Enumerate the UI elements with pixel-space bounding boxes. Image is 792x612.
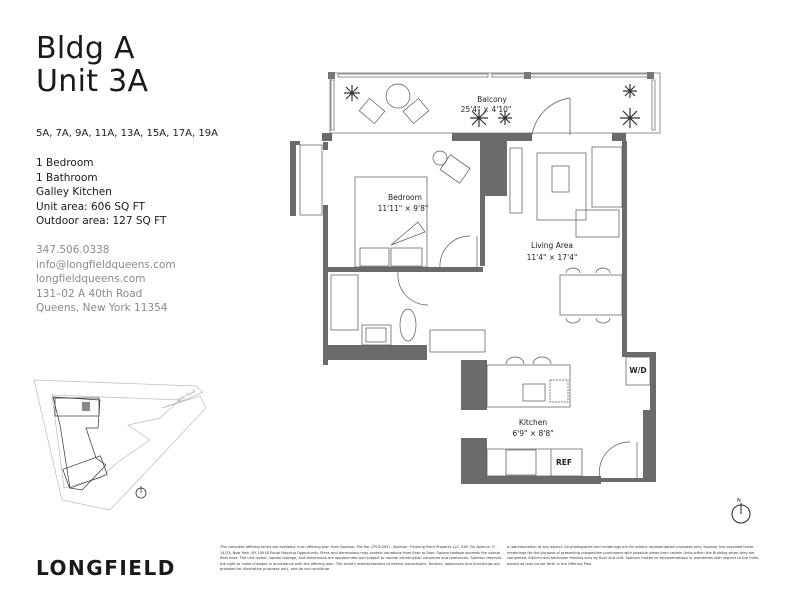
refrigerator-label: REF [556, 458, 572, 467]
north-arrow-icon [731, 503, 751, 524]
north-label: N [737, 498, 741, 504]
balcony [329, 72, 661, 134]
bedroom-label: Bedroom [388, 193, 422, 202]
longfield-logo: LONGFIELD [36, 556, 176, 580]
building-label: Bldg A [36, 31, 135, 66]
spec-bathrooms: 1 Bathroom [36, 171, 98, 184]
address-line1: 131–02 A 40th Road [36, 287, 143, 300]
disclaimer-col2: a representation of any aspect. All phot… [507, 545, 760, 566]
spec-bedrooms: 1 Bedroom [36, 157, 94, 169]
spec-unit-area: Unit area: 606 SQ FT [36, 200, 145, 213]
balcony-dimensions: 25'4" × 4'10" [461, 105, 512, 114]
kitchen-label: Kitchen [519, 418, 547, 427]
bedroom-dimensions: 11'11" × 9'8" [378, 204, 429, 213]
walls [290, 133, 656, 484]
balcony-label: Balcony [477, 95, 507, 104]
phone[interactable]: 347.506.0338 [36, 244, 110, 256]
website[interactable]: longfieldqueens.com [36, 273, 146, 285]
unit-specs: 1 Bedroom 1 Bathroom Galley Kitchen Unit… [36, 156, 166, 229]
spec-kitchen: Galley Kitchen [36, 186, 112, 198]
living-area-dimensions: 11'4" × 17'4" [527, 253, 578, 262]
unit-list: 5A, 7A, 9A, 11A, 13A, 15A, 17A, 19A [36, 128, 218, 139]
spec-outdoor-area: Outdoor area: 127 SQ FT [36, 215, 167, 227]
contact-info: 347.506.0338 info@longfieldqueens.com lo… [36, 243, 176, 316]
washer-dryer-label: W/D [629, 366, 646, 375]
address-line2: Queens, New York 11354 [36, 302, 168, 314]
email[interactable]: info@longfieldqueens.com [36, 258, 176, 271]
disclaimer-col1: The complete offering terms are availabl… [220, 545, 502, 572]
page-title: Bldg A Unit 3A [36, 32, 148, 98]
plant-icons [344, 84, 640, 128]
unit-label: Unit 3A [36, 64, 149, 99]
kitchen-dimensions: 6'9" × 8'8" [512, 429, 553, 438]
living-area-label: Living Area [531, 241, 573, 250]
